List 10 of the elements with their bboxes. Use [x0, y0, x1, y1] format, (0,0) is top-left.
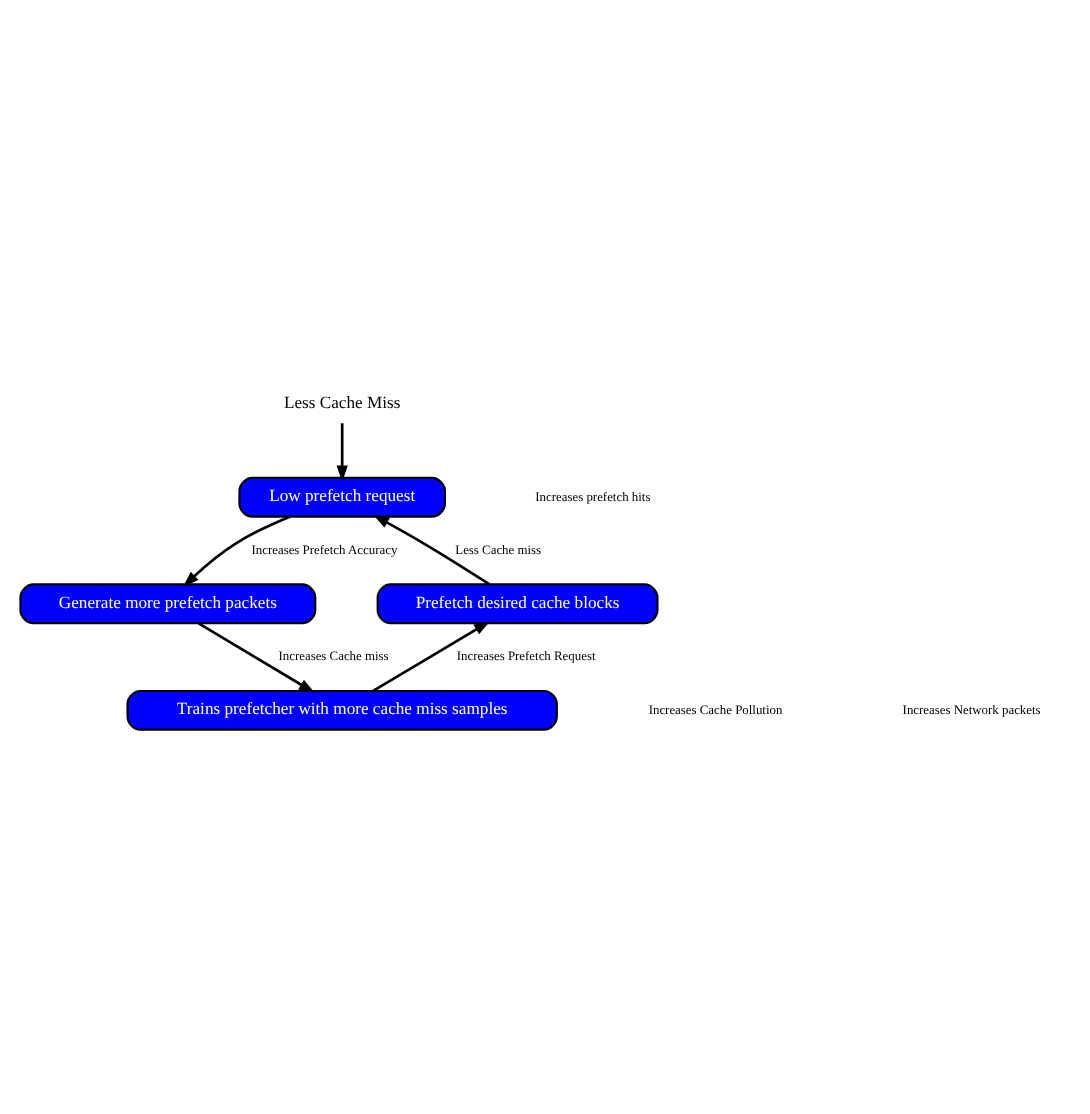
arrow: [372, 621, 491, 692]
arrow: [336, 423, 348, 482]
node-text: Less Cache Miss: [283, 391, 401, 412]
node-box: Trains prefetcher with more cache miss samples: [126, 689, 558, 731]
node-box: Prefetch desired cache blocks: [376, 583, 659, 625]
arrow: [373, 514, 491, 586]
arrow: [197, 622, 315, 693]
arrow: [182, 515, 291, 587]
node-box: Low prefetch request: [238, 476, 446, 518]
node-box: Generate more prefetch packets: [19, 583, 317, 625]
